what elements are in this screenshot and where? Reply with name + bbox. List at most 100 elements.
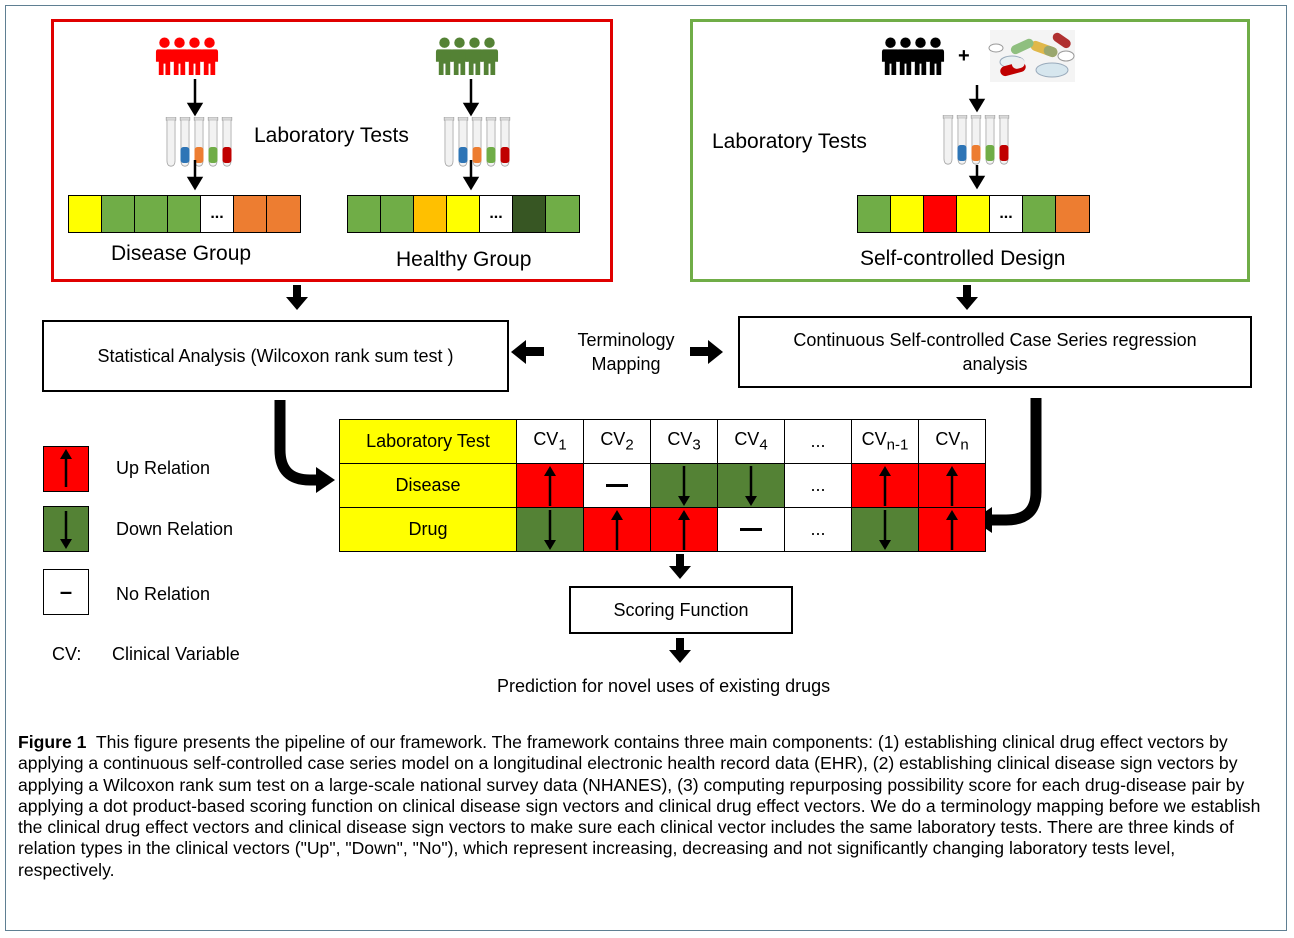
legend-none-swatch: – <box>43 569 89 615</box>
relation-cell-down <box>851 507 919 552</box>
data-source-box-ehr <box>690 19 1250 282</box>
strip-cell <box>957 196 990 232</box>
strip-cell <box>891 196 924 232</box>
relation-cell-none <box>583 463 651 508</box>
cv-subscript: n-1 <box>886 436 909 454</box>
legend-down-swatch <box>43 506 89 552</box>
cv-label: CV <box>667 429 693 450</box>
cv-subscript: 2 <box>625 436 634 454</box>
column-header-ellipsis: ... <box>784 419 852 464</box>
legend-down-label: Down Relation <box>116 519 234 539</box>
caption-text: This figure presents the pipeline of our… <box>18 732 1261 880</box>
column-header-cv4: CV4 <box>717 419 785 464</box>
cv-label: CV <box>533 429 559 450</box>
table-row-disease: Disease ... <box>339 463 986 508</box>
legend-cv-full: Clinical Variable <box>112 644 240 664</box>
terminology-mapping-label: Terminology Mapping <box>556 328 696 376</box>
strip-cell <box>168 196 201 232</box>
disease-vector-strip: ... <box>68 195 301 233</box>
terminology-text: Terminology <box>577 330 675 350</box>
up-arrow-icon <box>60 449 72 487</box>
strip-cell <box>381 196 414 232</box>
down-arrow-icon <box>745 465 757 506</box>
cv-label: CV <box>861 429 887 450</box>
row-header-lab-test: Laboratory Test <box>339 419 517 464</box>
row-header-disease: Disease <box>339 463 517 508</box>
cv-label: ... <box>810 431 826 451</box>
none-dash-icon <box>606 484 628 487</box>
up-arrow-icon <box>678 509 690 550</box>
strip-cell <box>69 196 102 232</box>
drugs-pills-icon <box>988 30 1075 82</box>
strip-cell <box>234 196 267 232</box>
scoring-function-text: Scoring Function <box>613 599 749 620</box>
healthy-people-icon <box>435 37 499 75</box>
column-header-cv1: CV1 <box>516 419 584 464</box>
scoring-function-box: Scoring Function <box>569 586 793 634</box>
strip-cell <box>513 196 546 232</box>
disease-test-tubes-icon <box>165 117 233 167</box>
strip-cell-ellipsis: ... <box>201 196 234 232</box>
clinical-vector-table: Laboratory Test CV1 CV2 CV3 CV4 ... CVn-… <box>339 419 986 552</box>
ehr-test-tubes-icon <box>942 115 1010 165</box>
figure-caption: Figure 1 This figure presents the pipeli… <box>18 732 1276 881</box>
cscs-regression-box: Continuous Self-controlled Case Series r… <box>738 316 1252 388</box>
strip-cell <box>135 196 168 232</box>
down-arrow-icon <box>60 511 72 549</box>
strip-cell <box>102 196 135 232</box>
relation-cell-up <box>516 463 584 508</box>
down-arrow-icon <box>678 465 690 506</box>
strip-cell <box>447 196 480 232</box>
relation-cell-up <box>650 507 718 552</box>
column-header-cvn-1: CVn-1 <box>851 419 919 464</box>
relation-cell-none <box>717 507 785 552</box>
cv-label: CV <box>734 429 760 450</box>
self-controlled-design-label: Self-controlled Design <box>860 247 1066 270</box>
up-arrow-icon <box>946 509 958 550</box>
caption-label: Figure 1 <box>18 732 87 752</box>
column-header-cv2: CV2 <box>583 419 651 464</box>
lab-tests-label-right: Laboratory Tests <box>712 130 867 153</box>
strip-cell-ellipsis: ... <box>480 196 513 232</box>
up-arrow-icon <box>879 465 891 506</box>
down-arrow-icon <box>879 509 891 550</box>
figure-frame <box>5 5 1287 931</box>
plus-sign: + <box>958 45 970 67</box>
cv-subscript: 1 <box>558 436 567 454</box>
healthy-test-tubes-icon <box>443 117 511 167</box>
none-dash-icon <box>740 528 762 531</box>
curved-arrow-left <box>274 400 335 493</box>
down-arrow-icon <box>544 509 556 550</box>
mapping-text: Mapping <box>591 354 661 374</box>
cscs-regression-text: Continuous Self-controlled Case Series r… <box>793 330 1197 374</box>
block-arrows <box>286 285 978 663</box>
cv-label: CV <box>935 429 961 450</box>
disease-people-icon <box>155 37 219 75</box>
column-header-cvn: CVn <box>918 419 986 464</box>
relation-cell-up <box>583 507 651 552</box>
data-source-box-nhanes <box>51 19 613 282</box>
small-down-arrows <box>186 79 986 191</box>
healthy-group-label: Healthy Group <box>396 248 532 271</box>
lab-tests-label-left: Laboratory Tests <box>254 124 409 147</box>
statistical-analysis-box: Statistical Analysis (Wilcoxon rank sum … <box>42 320 509 392</box>
patients-people-icon <box>881 37 945 75</box>
disease-group-label: Disease Group <box>111 242 252 265</box>
cv-subscript: n <box>960 436 969 454</box>
strip-cell <box>858 196 891 232</box>
up-arrow-icon <box>611 509 623 550</box>
relation-cell-up <box>918 463 986 508</box>
relation-cell-up <box>851 463 919 508</box>
relation-cell-ellipsis: ... <box>784 463 852 508</box>
none-symbol: – <box>59 579 73 604</box>
strip-cell <box>546 196 579 232</box>
legend-up-swatch <box>43 446 89 492</box>
strip-cell <box>1023 196 1056 232</box>
relation-cell-down <box>650 463 718 508</box>
column-header-cv3: CV3 <box>650 419 718 464</box>
statistical-analysis-text: Statistical Analysis (Wilcoxon rank sum … <box>97 345 454 366</box>
strip-cell <box>924 196 957 232</box>
strip-cell-ellipsis: ... <box>990 196 1023 232</box>
relation-cell-up <box>918 507 986 552</box>
relation-cell-down <box>717 463 785 508</box>
